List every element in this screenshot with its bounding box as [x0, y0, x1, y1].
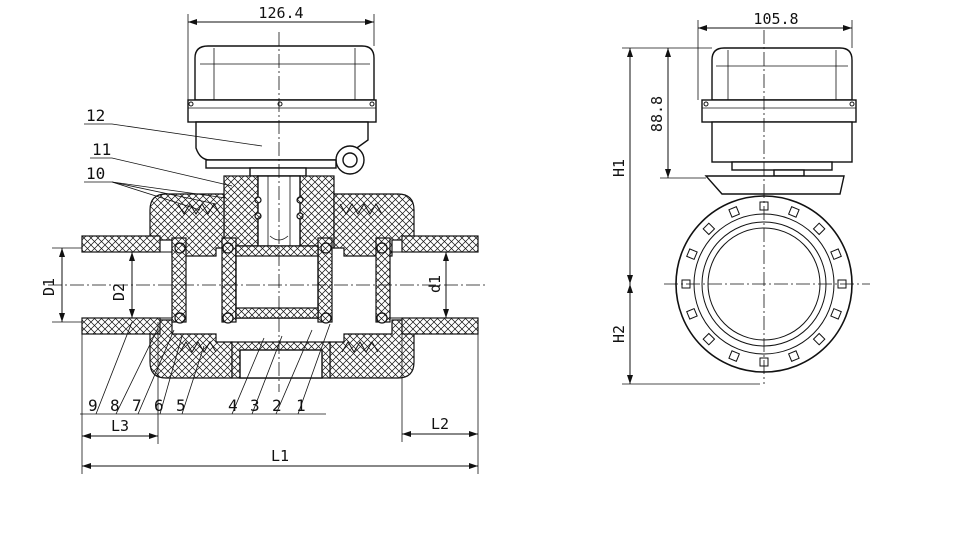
- front-body-shell: [149, 193, 415, 379]
- dim-d2: D2: [110, 252, 135, 318]
- dim-actuator-width-front: 126.4: [258, 4, 303, 22]
- dim-L1-label: L1: [271, 447, 289, 465]
- part-label-8: 8: [110, 396, 120, 415]
- dim-L3: L3: [81, 322, 159, 474]
- dim-d1-inner: d1: [426, 251, 460, 319]
- dim-H2-label: H2: [610, 325, 628, 343]
- dim-L2: L2: [401, 334, 479, 474]
- dim-105-8: 105.8: [697, 10, 853, 100]
- side-view: 105.8 88.8 H1 H2: [610, 10, 870, 385]
- dim-D1: D1: [40, 278, 58, 296]
- front-ball: [235, 245, 319, 319]
- dim-L1: L1: [82, 447, 478, 469]
- part-label-3: 3: [250, 396, 260, 415]
- part-label-7: 7: [132, 396, 142, 415]
- front-pipes: [81, 235, 479, 335]
- front-section-view: 126.4 D1 D2 d1: [40, 4, 488, 474]
- part-label-2: 2: [272, 396, 282, 415]
- front-seats: [171, 237, 391, 324]
- part-label-11: 11: [92, 140, 111, 159]
- dim-126-4: 126.4: [187, 4, 375, 100]
- dim-H1: H1: [610, 47, 660, 284]
- part-label-1: 1: [296, 396, 306, 415]
- dim-actuator-width-side: 105.8: [753, 10, 798, 28]
- part-label-4: 4: [228, 396, 238, 415]
- callouts-top: 12 11 10: [84, 106, 263, 211]
- part-label-6: 6: [154, 396, 164, 415]
- flange-bolt-slots: [681, 201, 847, 367]
- dim-H1-label: H1: [610, 159, 628, 177]
- part-label-9: 9: [88, 396, 98, 415]
- dim-L2-label: L2: [431, 415, 449, 433]
- callouts-bottom: 9 8 7 6 5 4 3 2 1: [80, 321, 331, 415]
- dim-H2: H2: [610, 284, 760, 385]
- dim-actuator-height: 88.8: [648, 96, 666, 132]
- part-label-5: 5: [176, 396, 186, 415]
- dim-d1-outer: D1: [40, 247, 82, 323]
- front-actuator: [187, 45, 377, 177]
- dim-L3-label: L3: [111, 417, 129, 435]
- part-label-10: 10: [86, 164, 105, 183]
- front-threads: [177, 203, 383, 353]
- dim-88-8: 88.8: [648, 47, 712, 179]
- part-label-12: 12: [86, 106, 105, 125]
- side-actuator: [701, 47, 857, 195]
- dim-d1: d1: [426, 275, 444, 293]
- dim-D2: D2: [110, 283, 128, 301]
